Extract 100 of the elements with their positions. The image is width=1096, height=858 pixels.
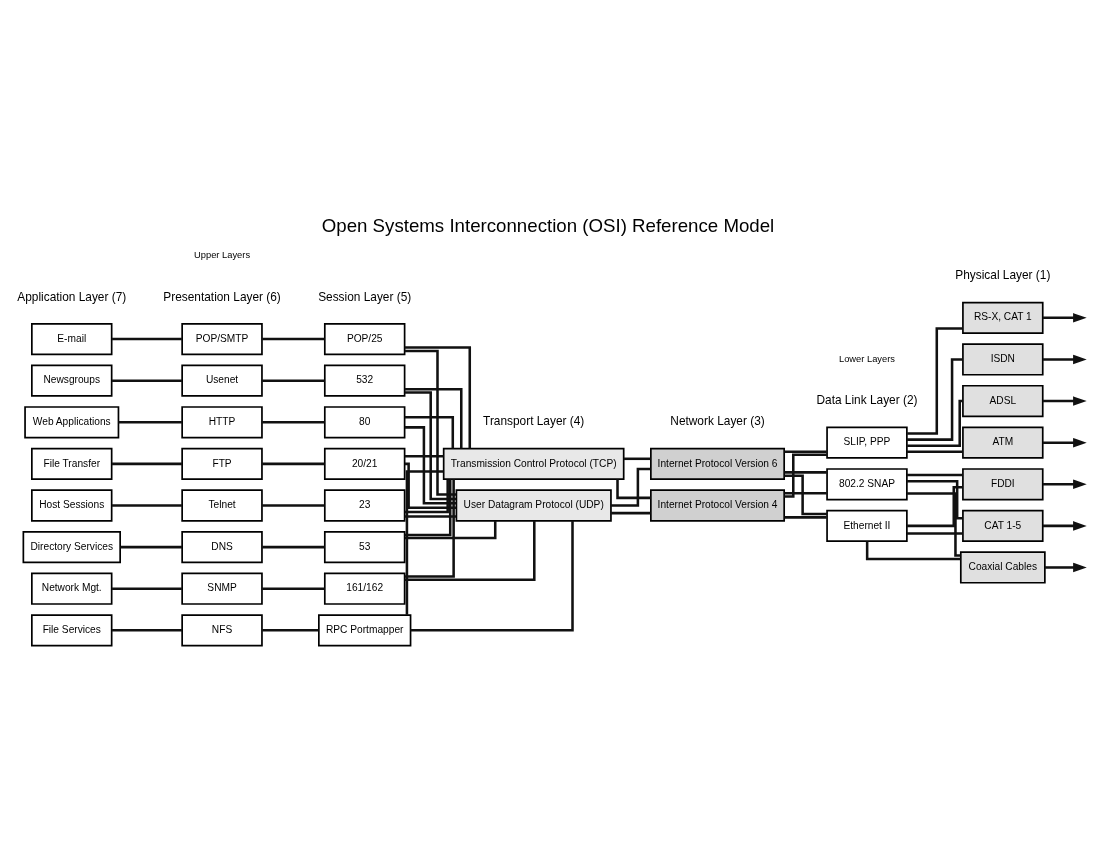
label: Upper Layers	[194, 249, 251, 260]
connector	[907, 479, 963, 519]
node-box: Transmission Control Protocol (TCP)	[442, 447, 625, 480]
arrow	[1042, 312, 1087, 323]
node-box: Ethernet II	[826, 509, 908, 542]
node-box: 802.2 SNAP	[826, 467, 908, 500]
node-box: Telnet	[181, 488, 263, 522]
arrow	[1045, 562, 1087, 572]
arrow	[1042, 479, 1087, 489]
node-box: Coaxial Cables	[959, 550, 1046, 584]
connector	[611, 511, 651, 514]
node-box: Host Sessions	[31, 488, 113, 522]
connector	[784, 449, 827, 453]
connector	[404, 514, 457, 518]
connector	[262, 337, 325, 340]
connector	[404, 349, 457, 496]
connector	[404, 345, 472, 448]
node-box: FTP	[181, 447, 263, 480]
connector	[404, 390, 457, 500]
node-box: SNMP	[181, 572, 263, 605]
connector	[404, 478, 452, 536]
node-box: Directory Services	[22, 530, 121, 563]
connector	[404, 520, 536, 581]
label: Application Layer (7)	[17, 289, 127, 304]
connector	[112, 337, 182, 340]
connector	[262, 378, 325, 382]
connector	[623, 457, 651, 460]
node-box: Internet Protocol Version 4	[650, 488, 786, 522]
connector	[907, 326, 963, 435]
connector	[907, 399, 963, 447]
node-box: Web Applications	[24, 405, 120, 438]
connector	[404, 387, 463, 448]
arrow	[1042, 354, 1087, 364]
connector	[907, 531, 963, 535]
connector	[112, 586, 182, 590]
connector	[907, 357, 963, 441]
arrow	[1042, 520, 1087, 531]
connector	[262, 545, 325, 548]
connector	[262, 628, 319, 632]
label: Transport Layer (4)	[483, 413, 585, 428]
connector	[262, 586, 325, 590]
connector	[118, 420, 182, 424]
connector	[112, 378, 182, 382]
node-box: HTTP	[181, 405, 263, 438]
node-box: CAT 1-5	[962, 509, 1044, 542]
connector	[784, 515, 827, 519]
node-box: 20/21	[323, 447, 406, 480]
node-box: User Datagram Protocol (UDP)	[455, 488, 612, 522]
node-box: ATM	[962, 426, 1044, 459]
label: Lower Layers	[838, 353, 895, 364]
node-box: RS-X, CAT 1	[962, 301, 1044, 334]
connector	[262, 420, 325, 424]
node-box: SLIP, PPP	[826, 426, 908, 459]
connector	[404, 478, 449, 513]
node-box: E-mail	[31, 322, 113, 355]
connector	[262, 503, 325, 507]
node-box: POP/25	[323, 322, 406, 355]
node-box: Newsgroups	[31, 364, 113, 397]
node-box: DNS	[181, 530, 263, 563]
connector	[784, 491, 827, 495]
node-box: ISDN	[962, 342, 1044, 376]
label: Physical Layer (1)	[955, 267, 1051, 282]
label: Data Link Layer (2)	[816, 392, 918, 407]
label: Network Layer (3)	[670, 413, 765, 428]
node-box: 80	[323, 405, 406, 438]
connector	[112, 462, 182, 465]
node-box: POP/SMTP	[181, 322, 263, 355]
connector	[405, 469, 444, 615]
connector	[784, 470, 827, 474]
connector	[120, 545, 183, 548]
label: Presentation Layer (6)	[163, 289, 281, 304]
node-box: File Transfer	[31, 447, 113, 480]
connector	[611, 467, 651, 507]
connector	[112, 628, 182, 632]
connector	[404, 454, 444, 458]
connector	[404, 415, 455, 449]
connector	[784, 453, 827, 498]
diagram-title: Open Systems Interconnection (OSI) Reference Model	[321, 214, 775, 236]
connector	[784, 474, 827, 515]
connector	[410, 520, 574, 632]
node-box: 23	[323, 488, 406, 522]
connector	[404, 462, 457, 509]
connector	[404, 478, 455, 578]
connector	[262, 462, 325, 465]
node-box: 161/162	[323, 572, 406, 605]
node-box: 53	[323, 530, 406, 563]
connector	[907, 491, 961, 557]
node-box: RPC Portmapper	[318, 613, 412, 646]
node-box: File Services	[31, 613, 113, 646]
connector	[907, 450, 963, 453]
connector	[404, 425, 457, 505]
arrow	[1042, 395, 1087, 406]
label: Session Layer (5)	[318, 289, 412, 304]
node-box: 532	[323, 364, 406, 397]
connector	[112, 503, 182, 507]
node-box: Network Mgt.	[31, 572, 113, 605]
node-box: Internet Protocol Version 6	[650, 447, 786, 480]
connector	[616, 478, 651, 499]
node-box: ADSL	[962, 384, 1044, 417]
connector	[907, 473, 963, 476]
